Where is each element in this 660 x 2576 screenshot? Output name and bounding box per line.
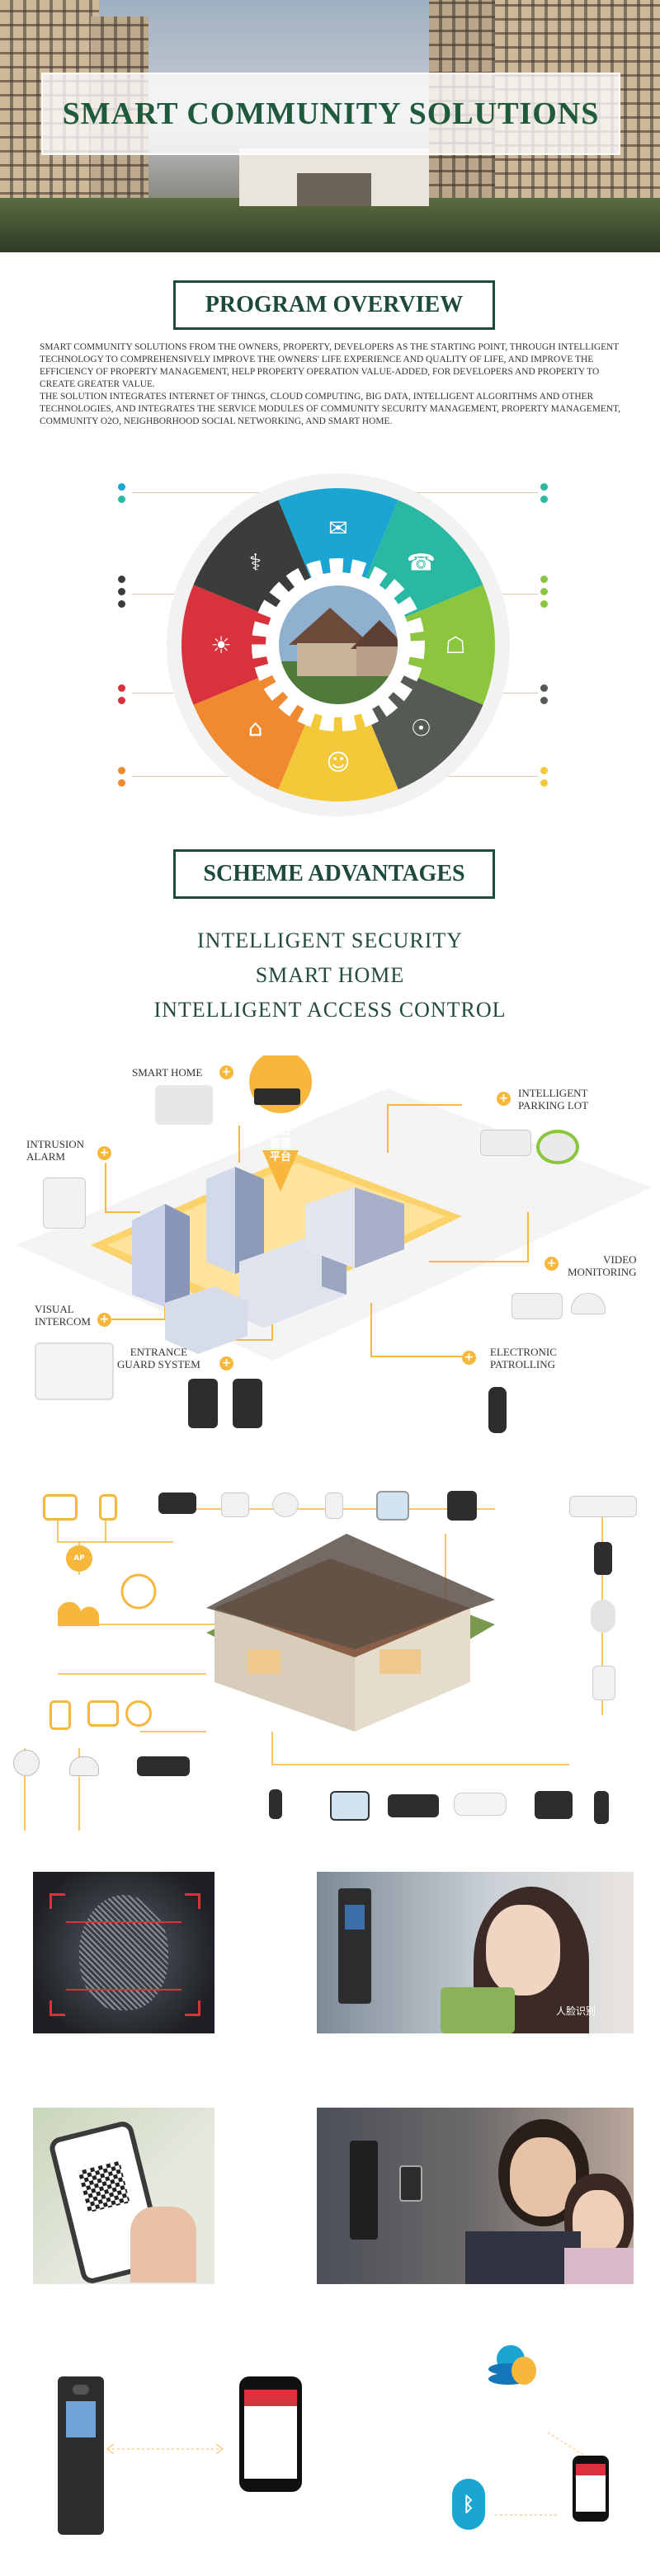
tablet-icon (43, 1494, 78, 1521)
control-panel-device (447, 1491, 477, 1521)
label-visual-intercom: VISUAL INTERCOM (35, 1303, 91, 1328)
hero-title-panel: SMART COMMUNITY SOLUTIONS (41, 73, 620, 155)
router-device (454, 1793, 507, 1816)
parking-camera-device (480, 1130, 531, 1156)
speed-dome-camera-device (13, 1750, 40, 1776)
hero-title: SMART COMMUNITY SOLUTIONS (62, 96, 600, 131)
face-icon: ☺ (326, 749, 350, 776)
dome-camera-device (69, 1756, 99, 1776)
scheme-advantages-heading: SCHEME ADVANTAGES (173, 849, 495, 899)
ap-label: AP (73, 1554, 85, 1563)
bluetooth-icon: ᛒ (452, 2479, 485, 2530)
right-dots-1 (540, 483, 548, 503)
dome-camera-device (571, 1293, 606, 1314)
intercom-monitor-device (35, 1342, 114, 1400)
cloud-database-icon (485, 2345, 536, 2391)
paperclip-icon: ☉ (411, 714, 431, 741)
nvr-device (137, 1756, 190, 1776)
program-overview-heading: PROGRAM OVERVIEW (173, 280, 495, 330)
thermostat-device (376, 1491, 409, 1521)
plus-icon: + (219, 1356, 233, 1370)
reader-device (269, 1789, 282, 1819)
plus-icon: + (462, 1351, 476, 1365)
shopping-basket-icon: ☖ (445, 632, 465, 659)
door-sensor-device (325, 1492, 343, 1519)
house-icon: ⌂ (248, 714, 263, 741)
chat-bubbles-icon: ✉ (328, 515, 347, 542)
hero-banner-image: SMART COMMUNITY SOLUTIONS (0, 0, 660, 252)
overview-text: SMART COMMUNITY SOLUTIONS FROM THE OWNER… (40, 341, 622, 428)
socket-device (592, 1666, 615, 1700)
plus-icon: + (97, 1313, 111, 1327)
phone-icon (99, 1494, 117, 1521)
plus-icon: + (497, 1092, 511, 1106)
left-dots-2 (118, 576, 125, 608)
qr-code-phone-photo (33, 2108, 214, 2284)
ip-camera-device (591, 1600, 615, 1633)
city-illustration (16, 1055, 652, 1361)
server-device (254, 1088, 300, 1105)
smartphone-app-device (239, 2376, 302, 2492)
switch-panel-device (158, 1492, 196, 1514)
bullet-camera-device (512, 1293, 563, 1319)
community-house-photo (279, 585, 398, 704)
phone-call-icon (125, 1700, 152, 1727)
tablet-device (535, 1791, 573, 1819)
smart-lock-device (594, 1791, 609, 1824)
parking-sensor-device (536, 1130, 579, 1164)
patrol-wand-device (488, 1387, 507, 1433)
monitor-device (330, 1791, 370, 1821)
overview-paragraph-1: SMART COMMUNITY SOLUTIONS FROM THE OWNER… (40, 342, 620, 389)
smart-home-devices (155, 1085, 213, 1125)
advantage-intelligent-security: INTELLIGENT SECURITY (196, 928, 464, 952)
advantage-access-control: INTELLIGENT ACCESS CONTROL (153, 998, 507, 1022)
label-video-monitoring: VIDEO MONITORING (568, 1253, 637, 1278)
app-connectivity-diagram: ᛒ (0, 2334, 660, 2548)
access-reader-device (188, 1379, 218, 1428)
recorder-device (388, 1794, 439, 1817)
alarm-panel-device (43, 1178, 86, 1229)
overview-paragraph-2: THE SOLUTION INTEGRATES INTERNET OF THIN… (40, 392, 620, 426)
air-conditioner-device (569, 1496, 637, 1517)
mobile-icon (50, 1700, 71, 1730)
smoke-detector-device (272, 1492, 299, 1517)
phone-icon: ☎ (407, 549, 436, 576)
handshake-icon: ⚕ (249, 549, 262, 576)
right-dots-3 (540, 684, 548, 704)
label-smart-home: SMART HOME (132, 1066, 203, 1079)
smart-lock-device (594, 1542, 612, 1575)
label-entrance-guard-system: ENTRANCE GUARD SYSTEM (117, 1346, 200, 1370)
feature-wheel: ✉ ☎ ☖ ☉ ☺ ⌂ ☀ ⚕ (167, 473, 510, 816)
plus-icon: + (219, 1065, 233, 1079)
left-dots-3 (118, 684, 125, 704)
right-dots-2 (540, 576, 548, 608)
sensor-device (221, 1492, 249, 1517)
plus-icon: + (544, 1257, 559, 1271)
advantage-smart-home: SMART HOME (255, 963, 405, 987)
label-intelligent-parking-lot: INTELLIGENT PARKING LOT (518, 1087, 589, 1112)
label-electronic-patrolling: ELECTRONIC PATROLLING (490, 1346, 557, 1370)
face-access-woman-photo: 人脸识别 (317, 1872, 634, 2033)
left-dots-1 (118, 483, 125, 503)
face-recognition-scan-photo (33, 1872, 214, 2033)
security-system-diagram: 综合 管理 平台 SMART HOME + INTELLIGENT PARKIN… (0, 1055, 660, 1468)
smartphone-bluetooth-device (573, 2456, 609, 2522)
label-intrusion-alarm: INTRUSION ALARM (26, 1138, 85, 1163)
smart-home-diagram: AP (0, 1484, 660, 1831)
wheel-segment (278, 645, 398, 801)
laptop-icon (87, 1700, 119, 1727)
keypad-reader-device (233, 1379, 262, 1428)
intercom-door-panel-device (58, 2376, 104, 2535)
face-recognition-caption: 人脸识别 (556, 2005, 596, 2017)
plus-icon: + (97, 1146, 111, 1160)
left-dots-4 (118, 767, 125, 787)
management-platform-label: 综合 管理 平台 (269, 1125, 291, 1163)
tag-icon: ☀ (210, 632, 231, 659)
couple-phone-unlock-photo (317, 2108, 634, 2284)
right-dots-4 (540, 767, 548, 787)
